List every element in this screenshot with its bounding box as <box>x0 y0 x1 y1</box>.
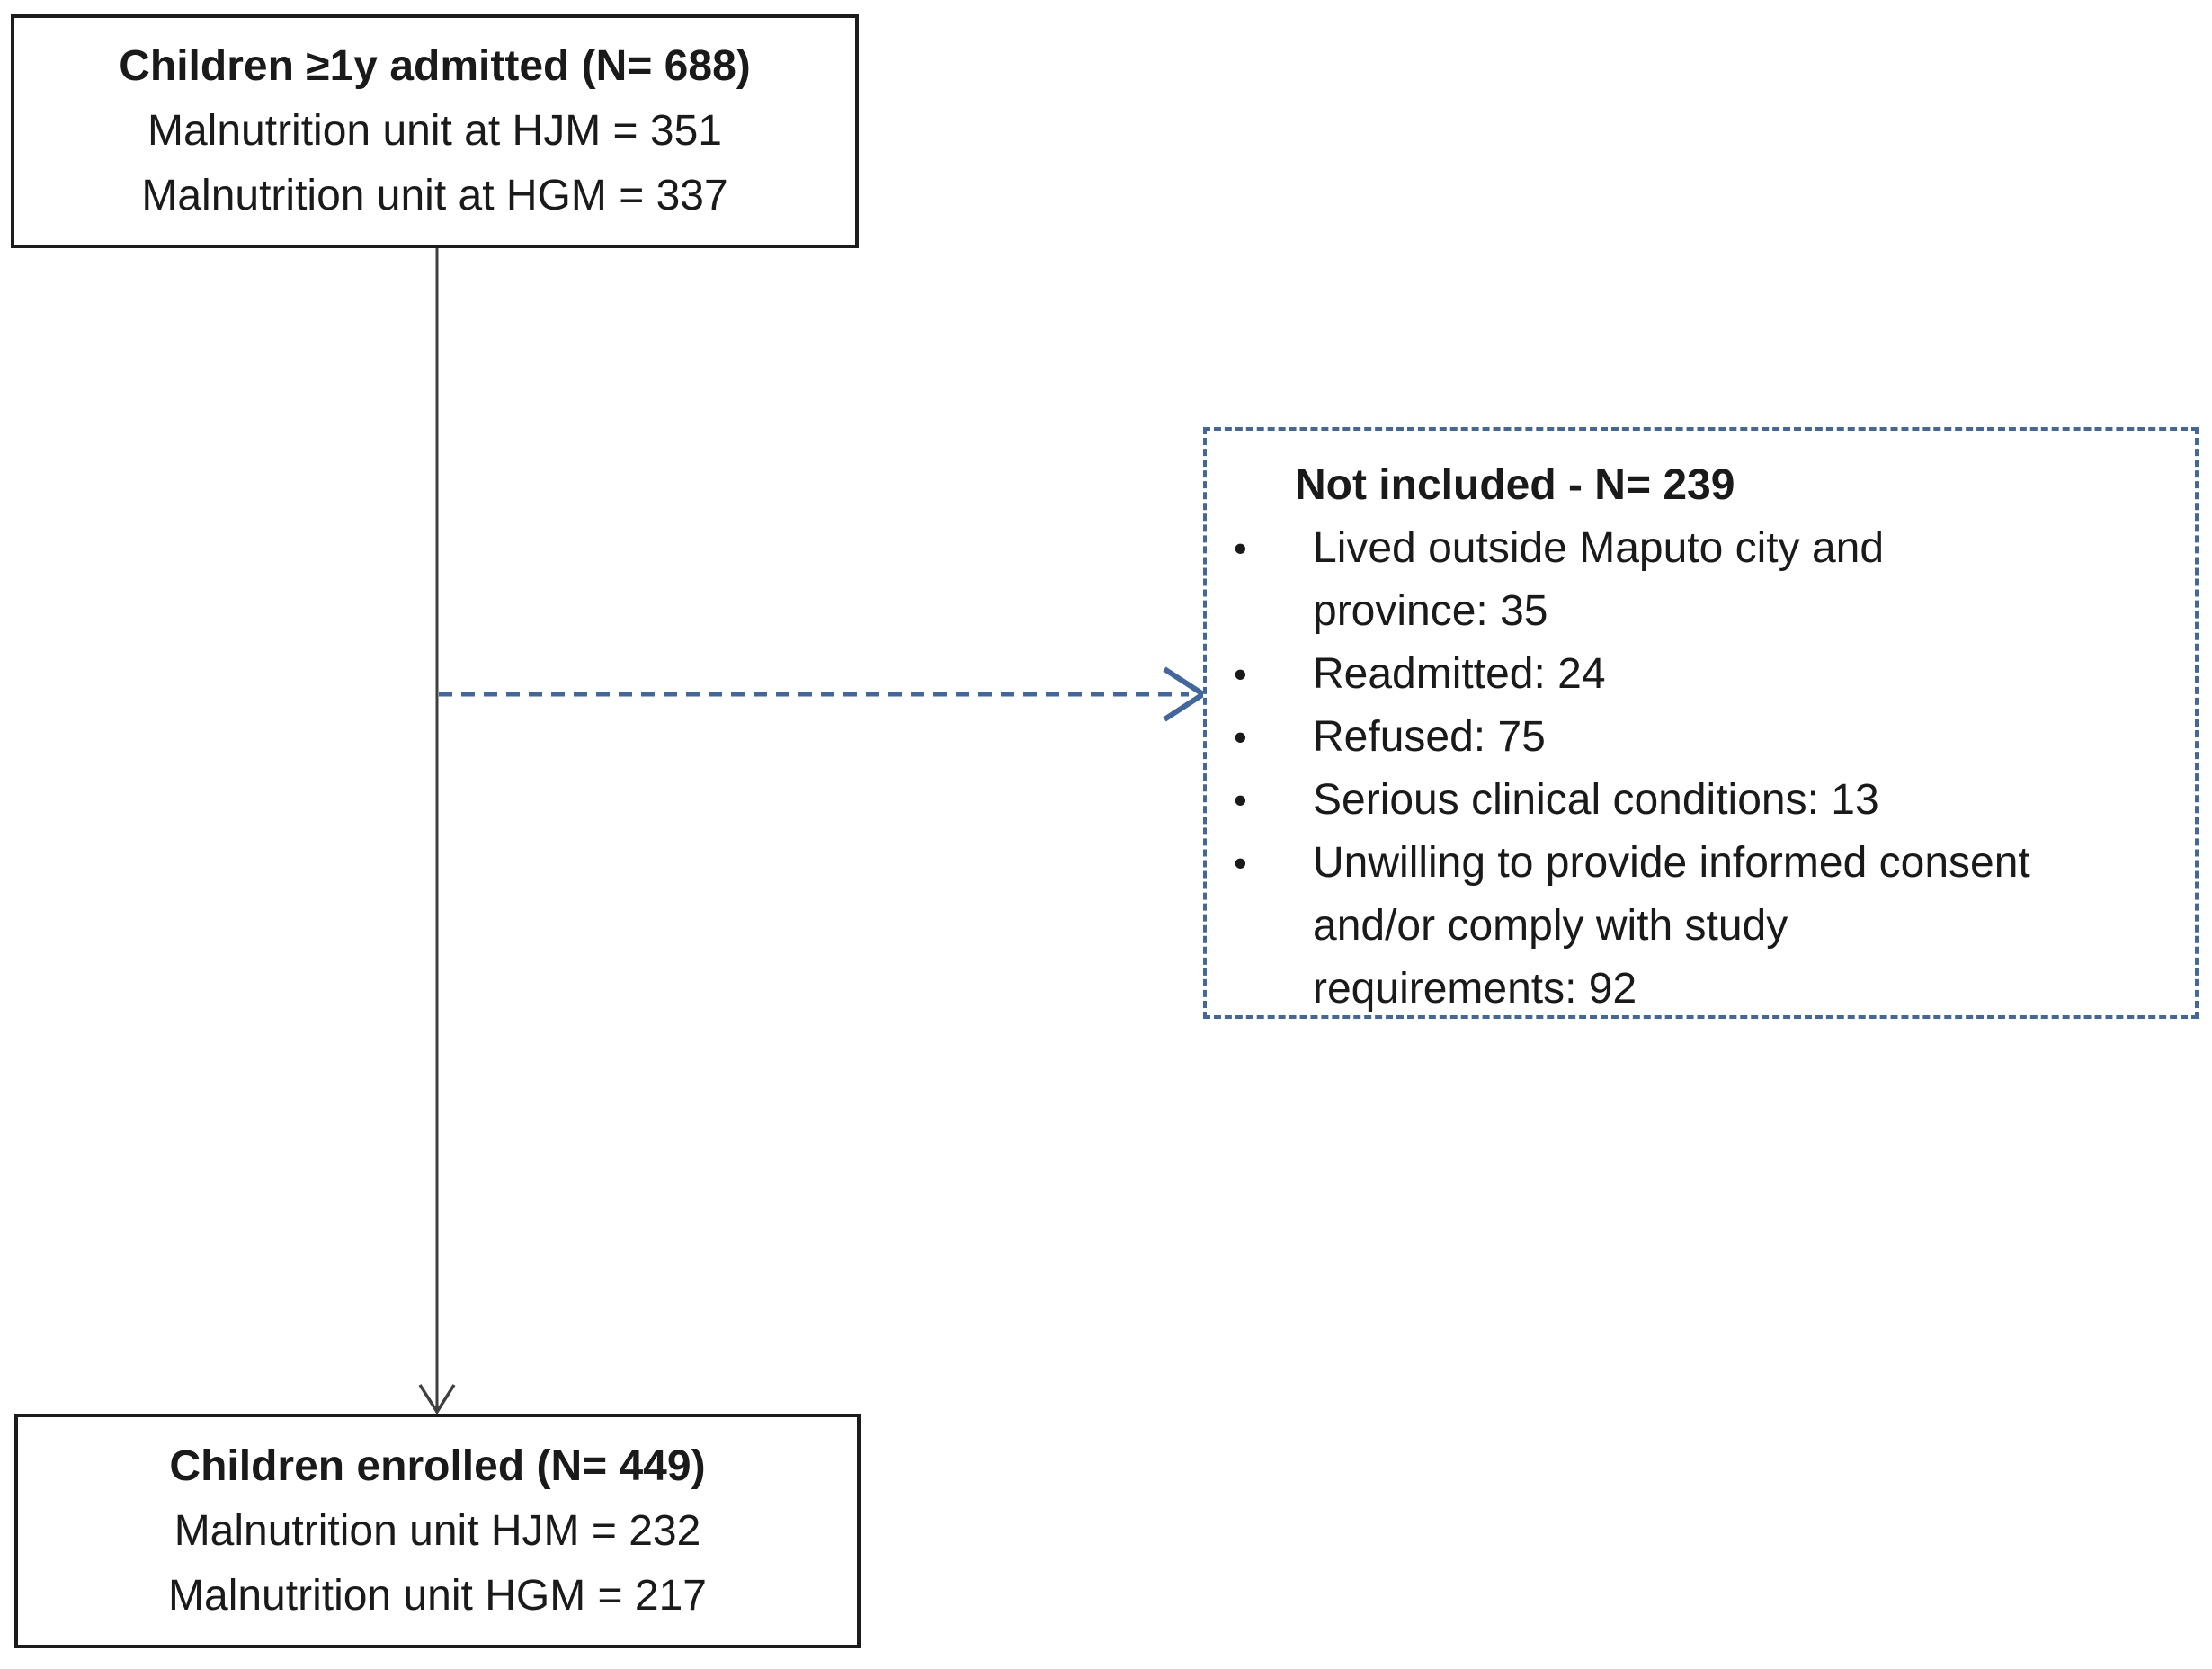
admitted-box-title: Children ≥1y admitted (N= 688) <box>119 42 751 90</box>
list-item: • Serious clinical conditions: 13 <box>1207 769 2195 832</box>
admitted-hjm-line: Malnutrition unit at HJM = 351 <box>147 107 722 155</box>
list-item: • Unwilling to provide informed consent … <box>1207 832 2195 1021</box>
bullet-icon: • <box>1234 527 1247 569</box>
exclusion-reason: Readmitted: 24 <box>1313 650 1606 698</box>
exclusion-reason: Refused: 75 <box>1313 713 1546 761</box>
exclusion-reason: Unwilling to provide informed consent an… <box>1313 839 2030 1013</box>
not-included-list: • Lived outside Maputo city and province… <box>1207 517 2195 1021</box>
enrolled-hjm-line: Malnutrition unit HJM = 232 <box>174 1506 701 1555</box>
exclusion-reason: Lived outside Maputo city and province: … <box>1313 524 1885 635</box>
bullet-icon: • <box>1234 653 1247 695</box>
list-item: • Readmitted: 24 <box>1207 643 2195 706</box>
bullet-icon: • <box>1234 779 1247 821</box>
arrowhead-down-icon <box>418 1384 456 1415</box>
bullet-icon: • <box>1234 842 1247 884</box>
not-included-title: Not included - N= 239 <box>1295 461 1735 509</box>
not-included-box: Not included - N= 239 • Lived outside Ma… <box>1203 427 2199 1019</box>
enrolled-box-title: Children enrolled (N= 449) <box>169 1441 706 1490</box>
bullet-icon: • <box>1234 716 1247 758</box>
admitted-box: Children ≥1y admitted (N= 688) Malnutrit… <box>11 14 859 248</box>
list-item: • Lived outside Maputo city and province… <box>1207 517 2195 643</box>
exclusion-reason: Serious clinical conditions: 13 <box>1313 776 1879 824</box>
list-item: • Refused: 75 <box>1207 706 2195 769</box>
admitted-hgm-line: Malnutrition unit at HGM = 337 <box>141 172 728 219</box>
enrolled-box: Children enrolled (N= 449) Malnutrition … <box>14 1414 861 1648</box>
arrowhead-right-icon <box>1163 666 1209 722</box>
enrolled-hgm-line: Malnutrition unit HGM = 217 <box>168 1571 707 1620</box>
